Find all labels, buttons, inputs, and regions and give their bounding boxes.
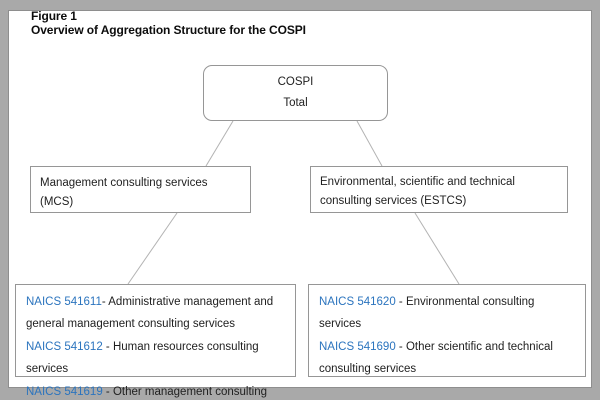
naics-desc: - Human resources consulting services — [26, 340, 259, 376]
naics-code: NAICS 541690 — [319, 340, 396, 353]
total-label: Total — [283, 97, 308, 109]
estcs-label: Environmental, scientific and technical … — [320, 176, 515, 207]
node-estcs: Environmental, scientific and technical … — [310, 166, 568, 213]
naics-entry: NAICS 541612 - Human resources consultin… — [26, 336, 285, 381]
node-mcs-naics-components: NAICS 541611- Administrative management … — [15, 284, 296, 398]
node-estcs-naics-components: NAICS 541620 - Environmental consulting … — [308, 284, 586, 377]
naics-entry: NAICS 541690 - Other scientific and tech… — [319, 336, 575, 381]
node-cospi-total: COSPI Total — [203, 65, 388, 121]
node-mcs: Management consulting services (MCS) — [30, 166, 251, 213]
mcs-label: Management consulting services (MCS) — [40, 177, 208, 208]
naics-code: NAICS 541620 — [319, 296, 396, 308]
naics-code: NAICS 541611 — [26, 296, 102, 308]
figure-caption: Overview of Aggregation Structure for th… — [31, 22, 306, 37]
figure-title: Figure 1 Overview of Aggregation Structu… — [31, 9, 306, 37]
naics-entry: NAICS 541611- Administrative management … — [26, 291, 285, 336]
naics-desc: - Other management consulting services — [105, 385, 267, 398]
naics-desc: - Administrative management and general … — [26, 296, 274, 331]
cospi-label: COSPI — [277, 76, 314, 88]
naics-code: NAICS 541612 — [26, 340, 103, 353]
naics-entry: NAICS 541620 - Environmental consulting … — [319, 291, 575, 336]
naics-code: NAICS 541619 — [26, 385, 103, 398]
figure-number: Figure 1 — [31, 9, 77, 23]
naics-desc: - Other scientific and technical consult… — [319, 340, 553, 376]
naics-desc: - Environmental consulting services — [319, 296, 535, 331]
naics-entry: NAICS 541619 - Other management consulti… — [26, 381, 285, 400]
